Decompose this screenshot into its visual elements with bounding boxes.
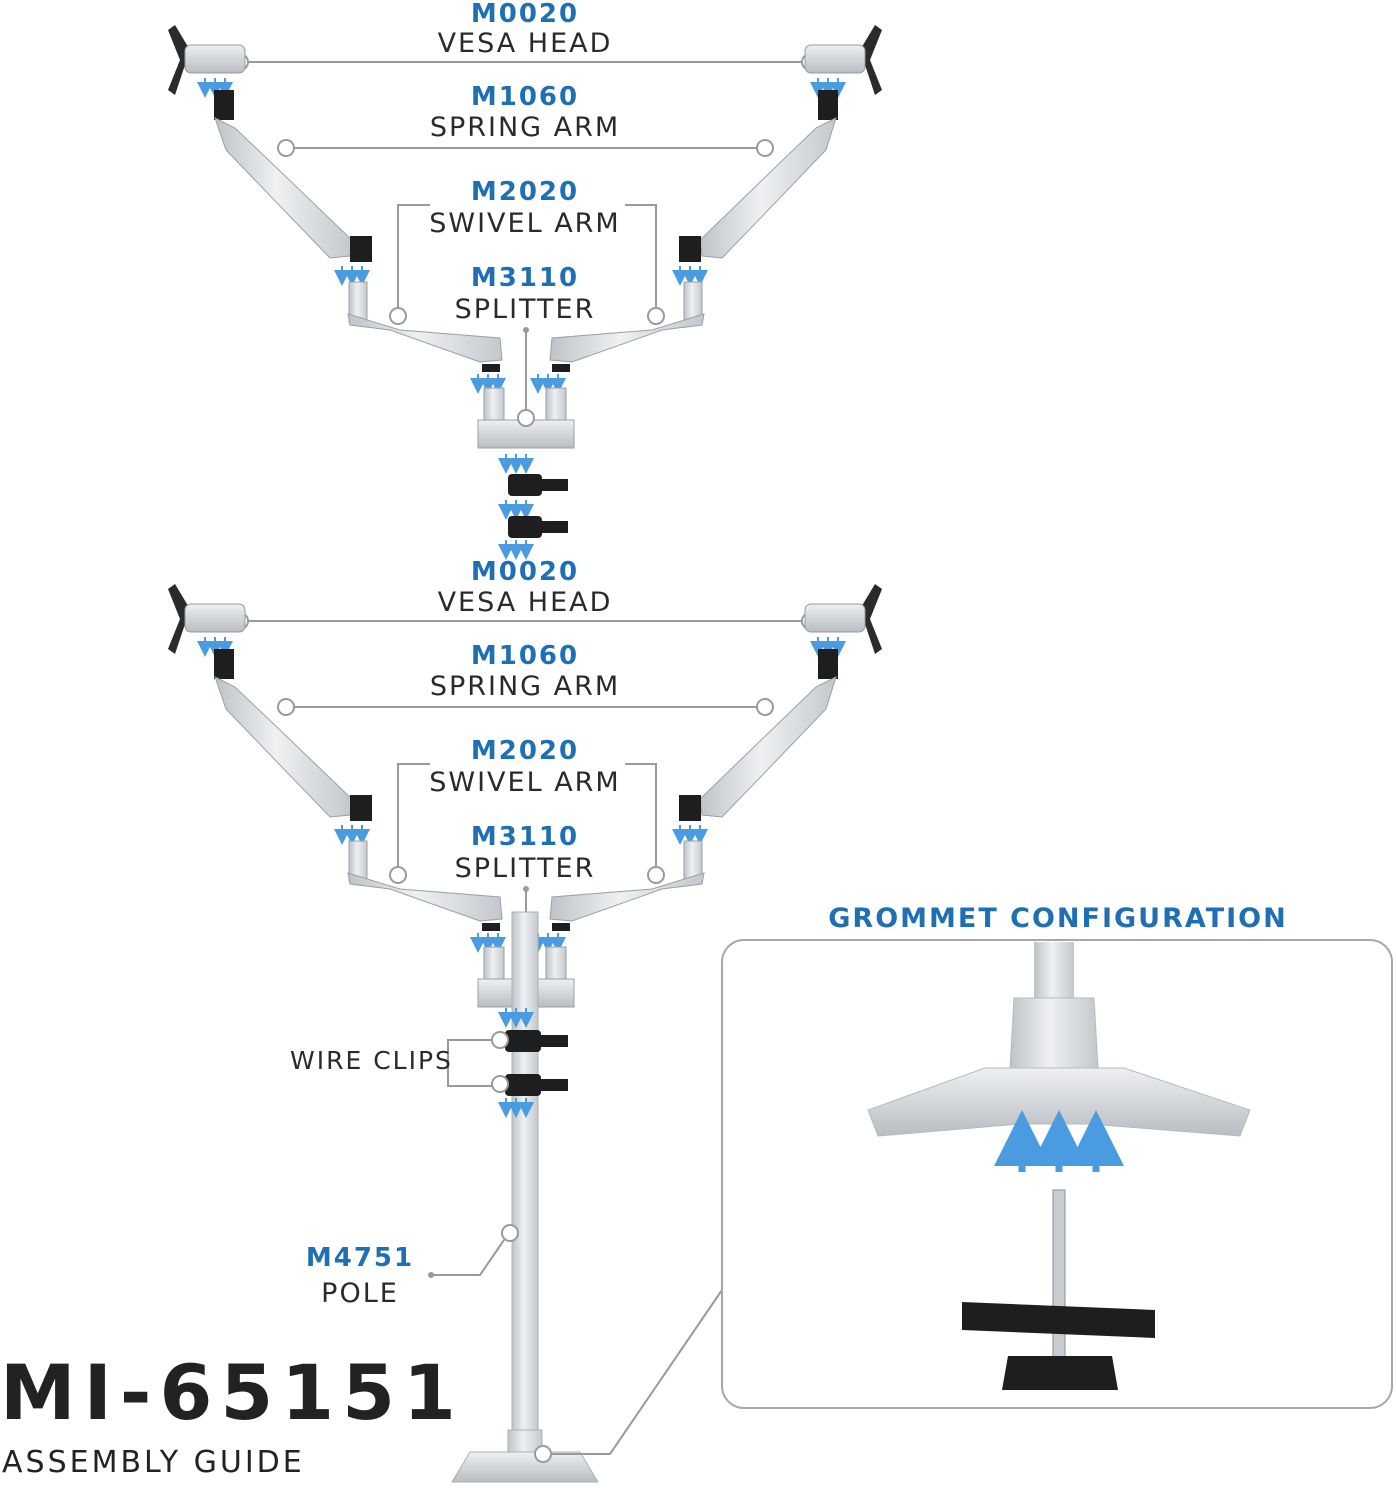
lower-splitter-name: SPLITTER xyxy=(454,853,596,884)
lower-swivel-arm-code: M2020 xyxy=(470,736,580,766)
grommet-configuration-title: GROMMET CONFIGURATION xyxy=(828,903,1288,934)
pole-name: POLE xyxy=(321,1278,399,1309)
grommet-panel xyxy=(721,939,1393,1409)
upper-vesa-head-name: VESA HEAD xyxy=(437,28,613,59)
upper-splitter-code: M3110 xyxy=(470,263,580,293)
upper-splitter-name: SPLITTER xyxy=(454,294,596,325)
lower-spring-arm-code: M1060 xyxy=(470,641,580,671)
upper-spring-arm-code: M1060 xyxy=(470,82,580,112)
upper-spring-arm-name: SPRING ARM xyxy=(429,112,621,143)
upper-swivel-arm-name: SWIVEL ARM xyxy=(429,208,621,239)
connector-clips xyxy=(506,454,568,552)
lower-swivel-arm-name: SWIVEL ARM xyxy=(429,767,621,798)
lower-spring-arm-name: SPRING ARM xyxy=(429,671,621,702)
upper-vesa-head-code: M0020 xyxy=(470,0,580,29)
wire-clips-label: WIRE CLIPS xyxy=(290,1046,453,1075)
lower-vesa-head-name: VESA HEAD xyxy=(437,587,613,618)
model-number: MI-65151 xyxy=(0,1348,464,1437)
upper-swivel-arm-code: M2020 xyxy=(470,177,580,207)
pole-assembly xyxy=(428,911,723,1483)
assembly-guide-subtitle: ASSEMBLY GUIDE xyxy=(2,1445,305,1480)
pole-code: M4751 xyxy=(305,1243,415,1273)
lower-vesa-head-code: M0020 xyxy=(470,557,580,587)
lower-splitter-code: M3110 xyxy=(470,822,580,852)
